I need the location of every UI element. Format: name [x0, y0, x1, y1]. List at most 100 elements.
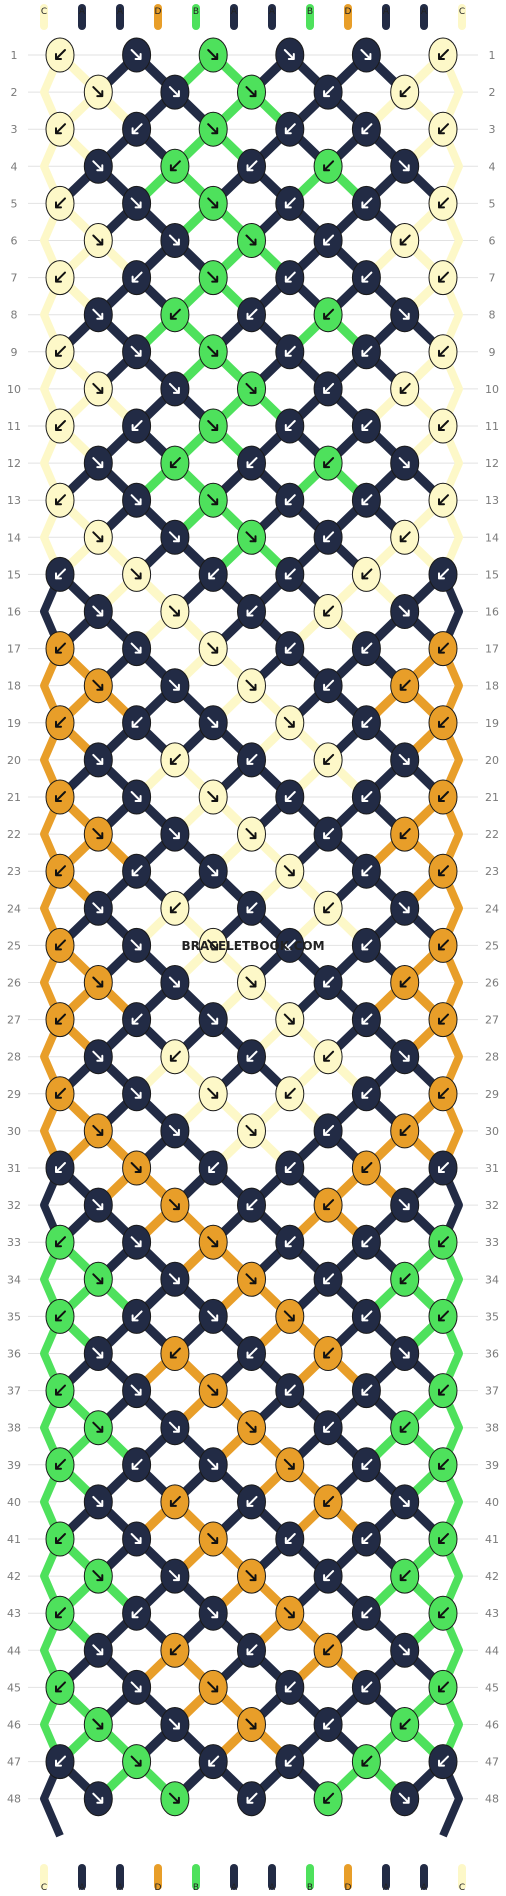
arrow-down-right-icon: [398, 1792, 410, 1804]
row-label-left: 26: [7, 977, 21, 990]
row-label-left: 3: [11, 123, 18, 136]
arrow-down-left-icon: [55, 1310, 66, 1322]
arrow-down-right-icon: [245, 1718, 257, 1730]
arrow-down-left-icon: [399, 1570, 411, 1582]
strand-label-bottom: A: [383, 1883, 390, 1893]
arrow-down-left-icon: [323, 1495, 335, 1507]
row-label-right: 3: [489, 123, 496, 136]
arrow-down-left-icon: [284, 642, 296, 654]
arrow-down-right-icon: [92, 382, 104, 394]
arrow-down-left-icon: [361, 1087, 373, 1099]
arrow-down-right-icon: [207, 1310, 219, 1322]
row-label-left: 25: [7, 939, 21, 952]
arrow-down-left-icon: [361, 1013, 373, 1025]
row-label-left: 7: [11, 272, 18, 285]
row-label-right: 28: [485, 1051, 499, 1064]
row-label-left: 34: [7, 1273, 21, 1286]
row-label-left: 14: [7, 531, 21, 544]
arrow-down-right-icon: [92, 1273, 104, 1285]
arrow-down-left-icon: [323, 234, 335, 246]
arrow-down-left-icon: [55, 494, 66, 506]
arrow-down-right-icon: [245, 86, 257, 98]
arrow-down-right-icon: [168, 1792, 180, 1804]
arrow-down-right-icon: [207, 494, 219, 506]
row-label-left: 19: [7, 717, 21, 730]
arrow-down-left-icon: [438, 345, 449, 357]
arrow-down-left-icon: [169, 1347, 181, 1359]
arrow-down-left-icon: [438, 49, 449, 60]
arrow-down-left-icon: [55, 345, 66, 357]
row-label-right: 6: [489, 235, 496, 248]
row-label-right: 38: [485, 1422, 499, 1435]
arrow-down-right-icon: [207, 1607, 219, 1619]
arrow-down-right-icon: [283, 716, 295, 728]
arrow-down-left-icon: [438, 123, 449, 135]
arrow-down-right-icon: [168, 605, 180, 617]
arrow-down-left-icon: [399, 86, 411, 98]
arrow-down-right-icon: [130, 1384, 142, 1396]
arrow-down-right-icon: [168, 86, 180, 98]
row-label-left: 17: [7, 643, 21, 656]
arrow-down-left-icon: [169, 902, 181, 914]
arrow-down-left-icon: [169, 160, 181, 172]
arrow-down-right-icon: [207, 716, 219, 728]
arrow-down-right-icon: [207, 49, 219, 60]
arrow-down-right-icon: [283, 1458, 295, 1470]
arrow-down-right-icon: [245, 1124, 257, 1136]
arrow-down-left-icon: [55, 1236, 66, 1248]
arrow-down-left-icon: [438, 1458, 449, 1470]
arrow-down-left-icon: [131, 1607, 143, 1619]
row-label-right: 32: [485, 1199, 499, 1212]
row-label-right: 21: [485, 791, 499, 804]
arrow-down-left-icon: [246, 1050, 258, 1062]
arrow-down-left-icon: [323, 160, 335, 172]
row-label-left: 38: [7, 1422, 21, 1435]
strand-label-bottom: A: [79, 1883, 86, 1893]
strand-label-bottom: A: [421, 1883, 428, 1893]
arrow-down-right-icon: [283, 49, 295, 60]
arrow-down-left-icon: [323, 1199, 335, 1211]
arrow-down-right-icon: [130, 197, 142, 209]
row-label-left: 36: [7, 1348, 21, 1361]
arrow-down-right-icon: [92, 1495, 104, 1507]
arrow-down-left-icon: [399, 976, 411, 988]
arrow-down-right-icon: [398, 605, 410, 617]
strand-label-bottom: D: [155, 1883, 162, 1893]
arrow-down-left-icon: [399, 1124, 411, 1136]
arrow-down-left-icon: [55, 420, 66, 431]
arrow-down-left-icon: [169, 308, 181, 320]
row-label-right: 43: [485, 1607, 499, 1620]
arrow-down-left-icon: [361, 865, 373, 877]
strand-label-bottom: A: [117, 1883, 124, 1893]
strand-label-top: A: [269, 7, 276, 17]
row-label-left: 32: [7, 1199, 21, 1212]
arrow-down-right-icon: [92, 828, 104, 840]
arrow-down-left-icon: [361, 1458, 373, 1470]
arrow-down-right-icon: [130, 791, 142, 802]
strand-label-bottom: A: [231, 1883, 238, 1893]
row-label-left: 42: [7, 1570, 21, 1583]
arrow-down-left-icon: [361, 1384, 373, 1396]
row-label-left: 30: [7, 1125, 21, 1138]
row-label-right: 35: [485, 1310, 499, 1323]
row-label-right: 26: [485, 977, 499, 990]
row-label-left: 37: [7, 1385, 21, 1398]
arrow-down-left-icon: [438, 1607, 449, 1619]
arrow-down-left-icon: [284, 420, 296, 431]
arrow-down-right-icon: [168, 1124, 180, 1136]
arrow-down-left-icon: [438, 1236, 449, 1248]
row-label-left: 2: [11, 86, 18, 99]
strand-label-top: C: [41, 7, 47, 17]
arrow-down-left-icon: [399, 234, 411, 246]
arrow-down-left-icon: [399, 679, 411, 691]
arrow-down-right-icon: [207, 1458, 219, 1470]
arrow-down-right-icon: [207, 123, 219, 135]
row-label-left: 46: [7, 1719, 21, 1732]
strand-label-top: A: [79, 7, 86, 17]
arrow-down-left-icon: [438, 716, 449, 728]
row-label-right: 37: [485, 1385, 499, 1398]
row-label-left: 15: [7, 568, 21, 581]
arrow-down-left-icon: [55, 791, 66, 802]
